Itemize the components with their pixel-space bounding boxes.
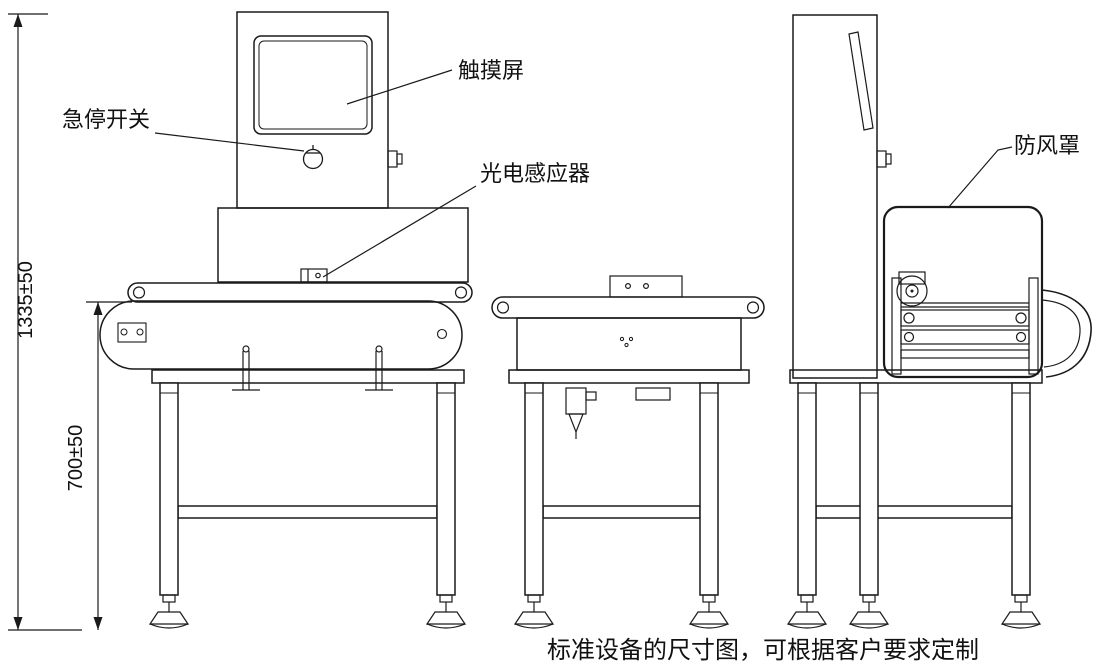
- leader-lines: [154, 69, 1013, 278]
- leader-line-windshield: [947, 146, 1013, 209]
- foot: [513, 594, 555, 629]
- table-leg: [524, 382, 544, 596]
- dimension-total-height: [8, 13, 82, 631]
- front-view: [99, 11, 473, 629]
- tower-connector: [387, 150, 403, 168]
- weigh-belt: [127, 282, 473, 303]
- windshield-cover: [882, 205, 1044, 379]
- table-leg: [797, 382, 817, 596]
- table-leg: [436, 382, 456, 596]
- pneumatic-valve: [565, 387, 597, 439]
- rejector-loop: [99, 300, 463, 391]
- foot: [688, 594, 730, 629]
- machine-feet-outfeed: [513, 594, 730, 629]
- foot: [1000, 594, 1042, 629]
- caption: 标准设备的尺寸图，可根据客户要求定制: [547, 637, 979, 664]
- label-windshield: 防风罩: [1014, 133, 1080, 158]
- side-panel: [792, 14, 892, 379]
- leader-line-emergency-stop: [154, 132, 305, 152]
- label-emergency-stop: 急停开关: [62, 107, 150, 132]
- table-leg: [159, 382, 179, 596]
- emergency-stop-button: [302, 145, 324, 170]
- outfeed-body: [516, 317, 742, 371]
- dimension-table-height: [86, 301, 132, 630]
- photo-sensor: [300, 268, 328, 283]
- foot: [148, 594, 190, 629]
- machine-feet-front: [148, 594, 467, 629]
- control-tower: [236, 11, 403, 209]
- table-leg: [1011, 382, 1031, 596]
- table-frame-front: [151, 369, 465, 596]
- label-touchscreen: 触摸屏: [458, 58, 524, 83]
- roller-assembly: [891, 271, 1039, 375]
- foot: [848, 594, 890, 629]
- dim-arrow-bottom: [13, 617, 23, 630]
- under-table-box: [635, 387, 671, 401]
- dim-arrow-bottom2: [93, 617, 103, 630]
- table-frame-outfeed: [524, 382, 719, 596]
- machine-body: [217, 207, 469, 283]
- leader-line-touchscreen: [346, 69, 453, 105]
- dim-table-height-label: 700±50: [65, 425, 87, 492]
- table-frame-side: [789, 369, 1043, 596]
- side-view: [786, 14, 1092, 629]
- outfeed-tabletop: [508, 369, 750, 384]
- table-leg: [699, 382, 719, 596]
- top-bracket: [609, 275, 683, 298]
- dim-arrow-top: [13, 14, 23, 27]
- dim-total-height-label: 1335±50: [15, 261, 37, 339]
- leader-line-photo-sensor: [322, 185, 477, 278]
- cross-brace: [177, 505, 438, 519]
- outfeed-conveyor: [491, 275, 765, 629]
- table-leg: [859, 382, 879, 596]
- dim-arrow-top2: [93, 302, 103, 315]
- cross-brace: [815, 505, 1013, 519]
- cross-brace: [542, 505, 701, 519]
- foot: [425, 594, 467, 629]
- side-hook-bracket: [1041, 289, 1092, 378]
- side-connector: [876, 150, 892, 168]
- screen-profile: [848, 31, 874, 131]
- machine-feet-side: [786, 594, 1042, 629]
- label-photo-sensor: 光电感应器: [480, 161, 590, 186]
- outfeed-belt: [491, 296, 765, 319]
- touchscreen-panel: [253, 35, 373, 135]
- foot: [786, 594, 828, 629]
